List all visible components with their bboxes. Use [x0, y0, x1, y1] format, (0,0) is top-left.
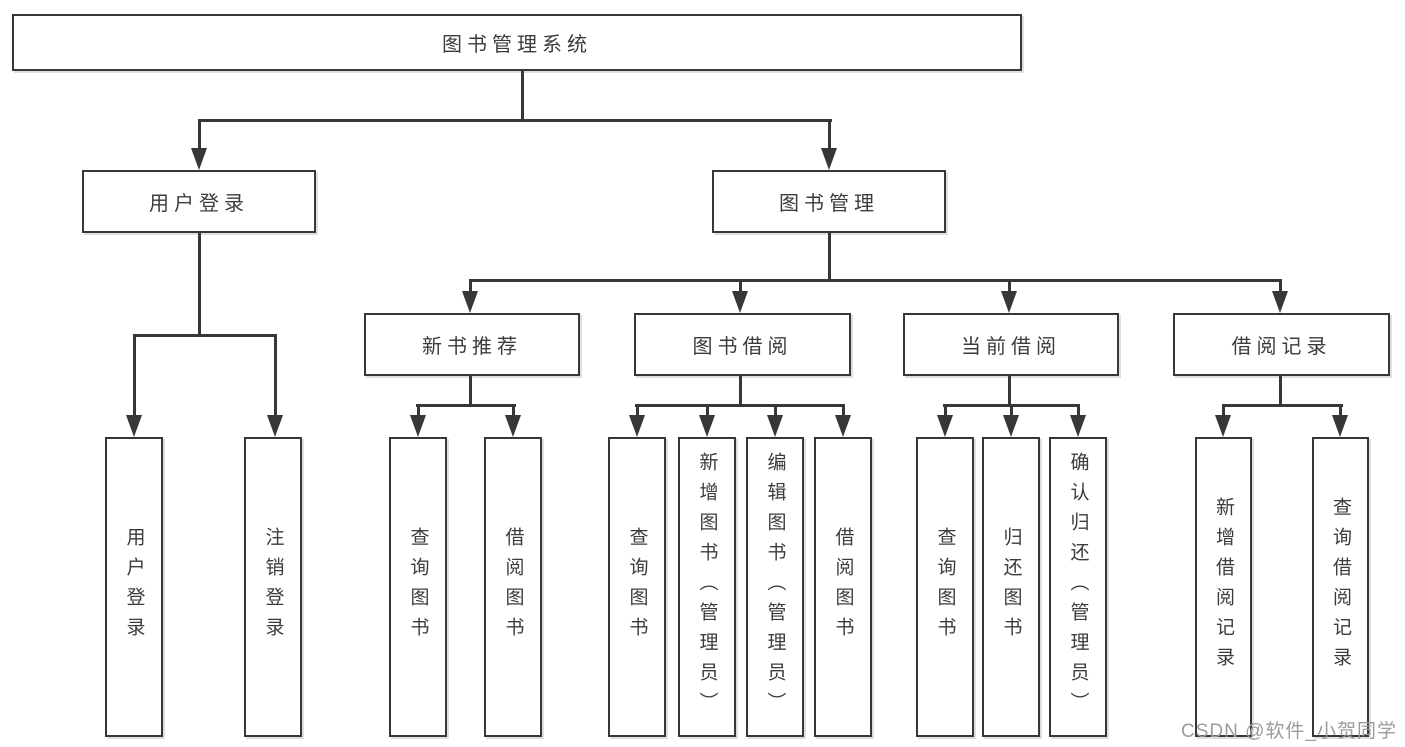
watermark: CSDN @软件_小贺同学 — [1181, 721, 1397, 742]
connector-group2-split — [635, 404, 845, 407]
node-leaf-confirm-return-admin-label: 确认归还（管理员） — [1067, 452, 1089, 722]
connector-drop-borrow-books-1 — [512, 404, 515, 418]
node-current-borrowing-label: 当前借阅 — [961, 336, 1061, 358]
node-user-login: 用户登录 — [82, 170, 316, 233]
node-leaf-query-books-2-label: 查询图书 — [626, 527, 648, 647]
connector-group1-stem — [469, 374, 472, 407]
arrowhead-query-books-2 — [629, 415, 645, 437]
node-borrowing-records: 借阅记录 — [1173, 313, 1390, 376]
node-leaf-query-books-3-label: 查询图书 — [934, 527, 956, 647]
connector-drop-query-books-3 — [944, 404, 947, 418]
node-leaf-edit-book-admin: 编辑图书（管理员） — [746, 437, 804, 737]
arrowhead-user-login — [191, 148, 207, 170]
connector-drop-user-login — [198, 119, 201, 152]
node-leaf-query-borrow-record: 查询借阅记录 — [1312, 437, 1369, 737]
connector-group4-split — [1222, 404, 1343, 407]
node-book-borrowing-label: 图书借阅 — [692, 336, 793, 358]
node-new-book-recommendation-label: 新书推荐 — [422, 336, 522, 358]
node-leaf-user-login: 用户登录 — [105, 437, 163, 737]
arrowhead-query-record — [1332, 415, 1348, 437]
connector-drop-add-record — [1222, 404, 1225, 418]
node-leaf-add-borrow-record: 新增借阅记录 — [1195, 437, 1252, 737]
connector-drop-confirm-return — [1077, 404, 1080, 418]
node-leaf-borrow-books-2-label: 借阅图书 — [832, 527, 854, 647]
connector-drop-leaf-logout — [274, 334, 277, 419]
connector-management-split — [469, 279, 1282, 282]
connector-drop-borrowing-records — [1279, 279, 1282, 295]
connector-drop-book-borrowing — [739, 279, 742, 295]
connector-group3-stem — [1008, 374, 1011, 407]
connector-login-split — [133, 334, 277, 337]
arrowhead-add-book — [699, 415, 715, 437]
node-book-borrowing: 图书借阅 — [634, 313, 851, 376]
connector-group2-stem — [739, 374, 742, 407]
connector-group1-split — [416, 404, 516, 407]
node-leaf-query-borrow-record-label: 查询借阅记录 — [1330, 497, 1351, 677]
node-leaf-return-books: 归还图书 — [982, 437, 1040, 737]
arrowhead-leaf-logout — [267, 415, 283, 437]
node-leaf-return-books-label: 归还图书 — [1000, 527, 1022, 647]
connector-drop-borrow-books-2 — [842, 404, 845, 418]
arrowhead-current-borrowing — [1001, 291, 1017, 313]
connector-drop-return-books — [1010, 404, 1013, 418]
node-leaf-query-books-1-label: 查询图书 — [407, 527, 429, 647]
arrowhead-query-books-3 — [937, 415, 953, 437]
connector-drop-query-books-1 — [417, 404, 420, 418]
node-leaf-confirm-return-admin: 确认归还（管理员） — [1049, 437, 1107, 737]
connector-drop-edit-book — [774, 404, 777, 418]
node-leaf-logout-label: 注销登录 — [262, 527, 284, 647]
connector-drop-current-borrowing — [1008, 279, 1011, 295]
arrowhead-query-books-1 — [410, 415, 426, 437]
arrowhead-leaf-user-login — [126, 415, 142, 437]
node-new-book-recommendation: 新书推荐 — [364, 313, 580, 376]
node-root-label: 图书管理系统 — [442, 34, 592, 56]
arrowhead-confirm-return — [1070, 415, 1086, 437]
arrowhead-edit-book — [767, 415, 783, 437]
arrowhead-new-book — [462, 291, 478, 313]
connector-drop-add-book — [706, 404, 709, 418]
node-leaf-logout: 注销登录 — [244, 437, 302, 737]
node-leaf-borrow-books-2: 借阅图书 — [814, 437, 872, 737]
node-leaf-add-book-admin-label: 新增图书（管理员） — [696, 452, 718, 722]
node-leaf-add-borrow-record-label: 新增借阅记录 — [1213, 497, 1234, 677]
node-borrowing-records-label: 借阅记录 — [1231, 336, 1332, 358]
connector-group4-stem — [1279, 374, 1282, 407]
connector-root-split — [198, 119, 832, 122]
node-leaf-borrow-books-1: 借阅图书 — [484, 437, 542, 737]
node-leaf-query-books-1: 查询图书 — [389, 437, 447, 737]
node-root: 图书管理系统 — [12, 14, 1022, 71]
connector-drop-new-book — [469, 279, 472, 295]
connector-drop-query-record — [1339, 404, 1342, 418]
node-leaf-query-books-3: 查询图书 — [916, 437, 974, 737]
node-book-management-label: 图书管理 — [779, 193, 879, 215]
node-leaf-query-books-2: 查询图书 — [608, 437, 666, 737]
node-leaf-borrow-books-1-label: 借阅图书 — [502, 527, 524, 647]
node-leaf-edit-book-admin-label: 编辑图书（管理员） — [764, 452, 786, 722]
connector-login-stem — [198, 233, 201, 336]
node-book-management: 图书管理 — [712, 170, 946, 233]
connector-drop-book-management — [828, 119, 831, 152]
arrowhead-book-borrowing — [732, 291, 748, 313]
connector-drop-leaf-user-login — [133, 334, 136, 419]
arrowhead-borrowing-records — [1272, 291, 1288, 313]
node-user-login-label: 用户登录 — [149, 193, 249, 215]
node-current-borrowing: 当前借阅 — [903, 313, 1119, 376]
connector-root-stem — [521, 70, 524, 121]
node-leaf-add-book-admin: 新增图书（管理员） — [678, 437, 736, 737]
connector-management-stem — [828, 233, 831, 281]
arrowhead-book-management — [821, 148, 837, 170]
arrowhead-borrow-books-2 — [835, 415, 851, 437]
arrowhead-return-books — [1003, 415, 1019, 437]
arrowhead-borrow-books-1 — [505, 415, 521, 437]
node-leaf-user-login-label: 用户登录 — [123, 527, 145, 647]
arrowhead-add-record — [1215, 415, 1231, 437]
connector-drop-query-books-2 — [636, 404, 639, 418]
